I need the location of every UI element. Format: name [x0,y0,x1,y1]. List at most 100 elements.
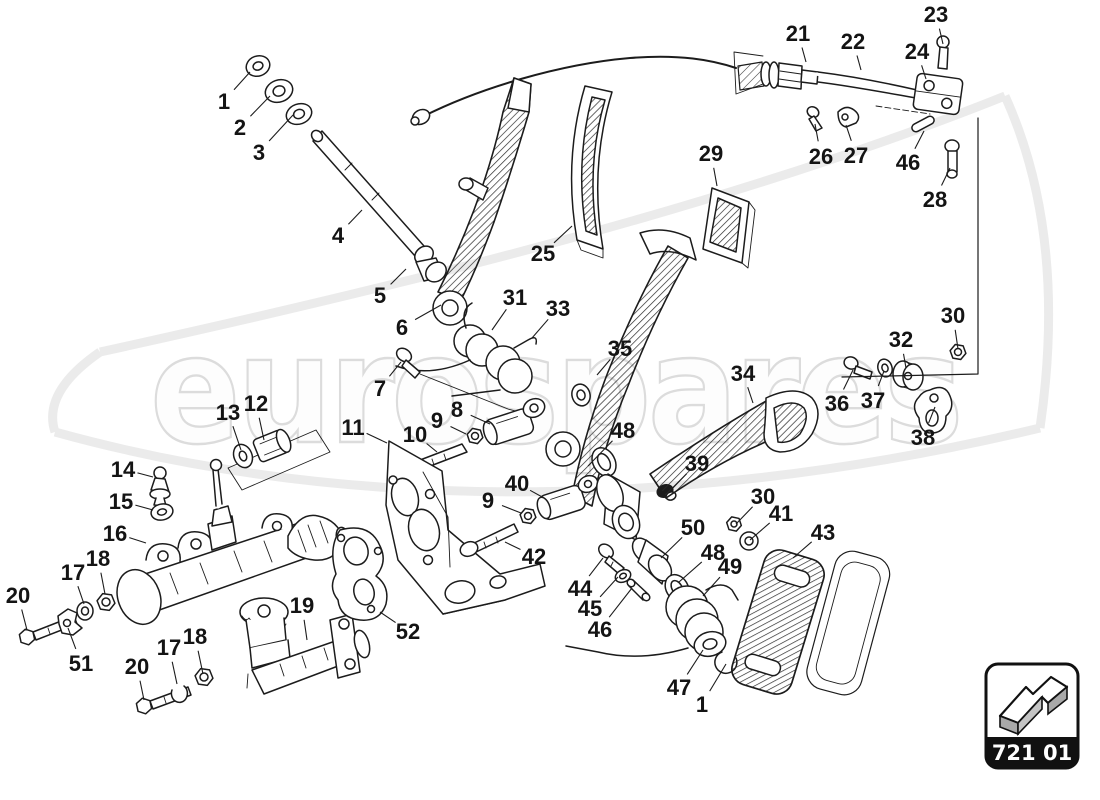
leader-line-18 [197,650,204,675]
part-label-37: 37 [861,388,885,413]
leader-line-6 [414,304,442,321]
leader-line-47 [686,649,704,675]
leader-line-41 [749,522,771,541]
part-label-2: 2 [234,115,246,140]
leader-line-18 [100,572,106,595]
part-label-1: 1 [696,692,708,717]
leader-line-46 [914,130,925,149]
part-label-28: 28 [923,187,947,212]
diagram-arrow-icon [998,675,1069,736]
part-label-31: 31 [503,285,527,310]
accelerator-pedal-pad-43 [731,549,891,696]
cable-anchor-parts [841,105,979,434]
part-label-24: 24 [905,39,930,64]
leader-line-1 [233,71,251,91]
leader-line-20 [21,609,28,631]
leader-line-48 [678,561,703,583]
nut-30-washer-41 [725,516,759,551]
leader-line-45 [599,576,619,598]
leader-line-46 [608,587,633,618]
return-spring-33 [451,337,538,397]
leader-line-37 [877,370,885,387]
clutch-master-cylinder-19 [239,597,371,695]
part-label-4: 4 [332,223,345,248]
leader-line-14 [137,472,154,478]
part-label-30: 30 [751,484,775,509]
part-label-8: 8 [451,397,463,422]
leader-line-24 [921,65,927,80]
part-label-43: 43 [811,520,835,545]
leader-line-4 [348,209,363,225]
leader-line-26 [814,123,819,142]
part-label-46: 46 [588,617,612,642]
part-label-51: 51 [69,651,93,676]
leader-line-3 [268,114,294,142]
leader-line-31 [491,308,507,331]
part-label-11: 11 [341,415,364,440]
leader-line-43 [792,541,813,559]
leader-line-27 [845,124,852,141]
part-label-17: 17 [157,635,181,660]
accelerator-pedal-arm-34 [649,390,819,499]
leader-line-25 [553,225,573,244]
spring-49-group [565,537,739,675]
leader-line-9 [450,426,467,435]
leader-line-36 [843,369,854,390]
part-label-18: 18 [183,624,207,649]
part-label-49: 49 [718,554,742,579]
leader-line-15 [135,504,154,511]
leader-line-17 [171,661,178,685]
leader-line-22 [856,55,862,71]
leader-line-30 [735,506,753,525]
part-label-46: 46 [896,150,920,175]
part-label-5: 5 [374,283,386,308]
table-code: 721 01 [992,741,1072,765]
mounting-bracket-11 [227,429,546,615]
leader-line-13 [232,426,242,451]
leader-line-9 [501,504,522,514]
table-code-box[interactable]: 721 01 [984,662,1080,770]
fitting-14-washer-15 [149,466,174,521]
fasteners-20-17-18-lower [135,667,214,715]
leader-line-30 [954,329,959,350]
part-label-38: 38 [911,425,935,450]
clutch-pedal-arm-6 [432,77,532,326]
leader-line-12 [258,417,265,441]
leader-line-2 [250,95,271,117]
pedal-pad-outline-ghost [806,550,891,696]
leader-line-8 [470,414,491,425]
part-label-41: 41 [769,501,793,526]
part-label-13: 13 [216,400,240,425]
code-band [986,737,1078,768]
leader-line-7 [388,361,402,377]
part-label-45: 45 [578,596,602,621]
pushrod-4-5 [310,129,447,283]
leader-line-35 [596,359,611,376]
part-label-20: 20 [6,583,30,608]
brake-pedal-arm-35 [545,229,697,507]
part-label-27: 27 [844,143,868,168]
part-label-9: 9 [431,408,443,433]
part-label-20: 20 [125,654,149,679]
leader-line-49 [702,576,721,597]
leader-line-16 [129,537,147,544]
part-label-35: 35 [608,336,632,361]
part-label-19: 19 [290,593,314,618]
part-label-39: 39 [685,451,709,476]
leader-line-52 [379,611,396,624]
part-label-1: 1 [218,89,230,114]
brake-master-cylinder-16 [116,458,353,626]
fitting-12-washer-13 [232,428,292,469]
leader-line-10 [426,443,438,453]
leader-line-17 [77,586,85,605]
part-label-32: 32 [889,327,913,352]
bolt-44-washer-45-pin-46 [598,543,651,602]
part-label-52: 52 [396,619,420,644]
part-label-34: 34 [731,361,756,386]
leader-line-21 [801,47,807,63]
part-label-9: 9 [482,488,494,513]
drawing-layer [18,35,979,715]
washers-1-2-3 [245,54,313,126]
part-label-47: 47 [667,675,691,700]
